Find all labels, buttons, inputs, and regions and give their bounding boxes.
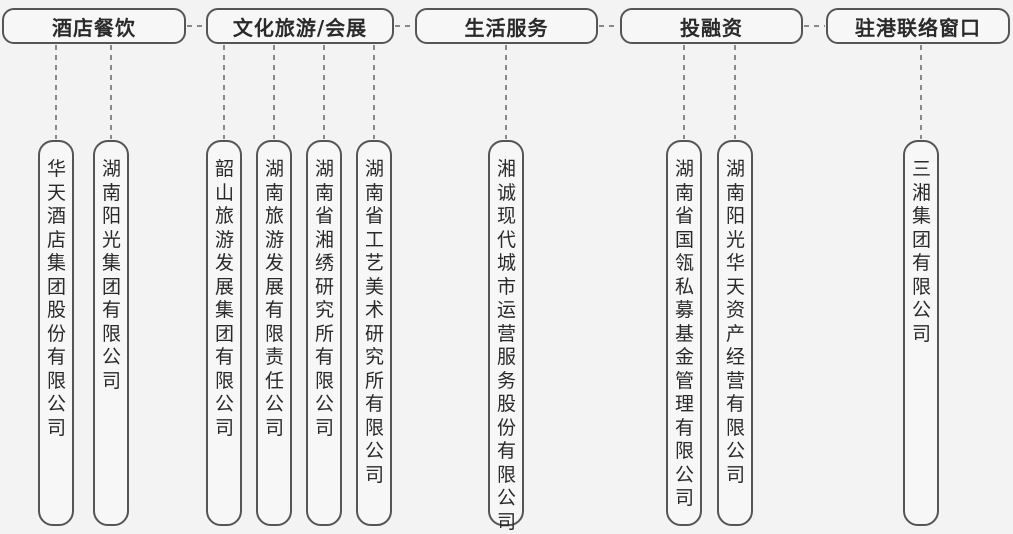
company-name: 湘诚现代城市运营服务股份有限公司 — [497, 158, 517, 533]
company-box: 湖南省国瓴私募基金管理有限公司 — [666, 140, 702, 526]
company-name: 湖南旅游发展有限责任公司 — [265, 158, 285, 439]
company-box: 湖南阳光华天资产经营有限公司 — [717, 140, 753, 526]
category-life-services: 生活服务 — [415, 8, 598, 44]
company-box: 湖南省湘绣研究所有限公司 — [306, 140, 342, 526]
company-name: 湖南省湘绣研究所有限公司 — [315, 158, 335, 439]
company-box: 韶山旅游发展集团有限公司 — [206, 140, 242, 526]
company-name: 湖南省国瓴私募基金管理有限公司 — [675, 158, 695, 509]
company-box: 湖南旅游发展有限责任公司 — [256, 140, 292, 526]
category-investment: 投融资 — [620, 8, 803, 44]
company-name: 华天酒店集团股份有限公司 — [47, 158, 67, 439]
company-box: 湘诚现代城市运营服务股份有限公司 — [488, 140, 524, 533]
category-hk-liaison: 驻港联络窗口 — [826, 8, 1010, 44]
company-box: 华天酒店集团股份有限公司 — [38, 140, 74, 526]
company-box: 湖南省工艺美术研究所有限公司 — [356, 140, 392, 526]
company-name: 湖南省工艺美术研究所有限公司 — [365, 158, 385, 486]
company-box: 湖南阳光集团有限公司 — [93, 140, 129, 526]
company-name: 湖南阳光华天资产经营有限公司 — [726, 158, 746, 486]
company-name: 湖南阳光集团有限公司 — [102, 158, 122, 392]
category-dining: 酒店餐饮 — [2, 8, 186, 44]
category-culture-tourism: 文化旅游/会展 — [206, 8, 394, 44]
company-box: 三湘集团有限公司 — [903, 140, 939, 526]
company-name: 韶山旅游发展集团有限公司 — [215, 158, 235, 439]
company-name: 三湘集团有限公司 — [912, 158, 932, 345]
